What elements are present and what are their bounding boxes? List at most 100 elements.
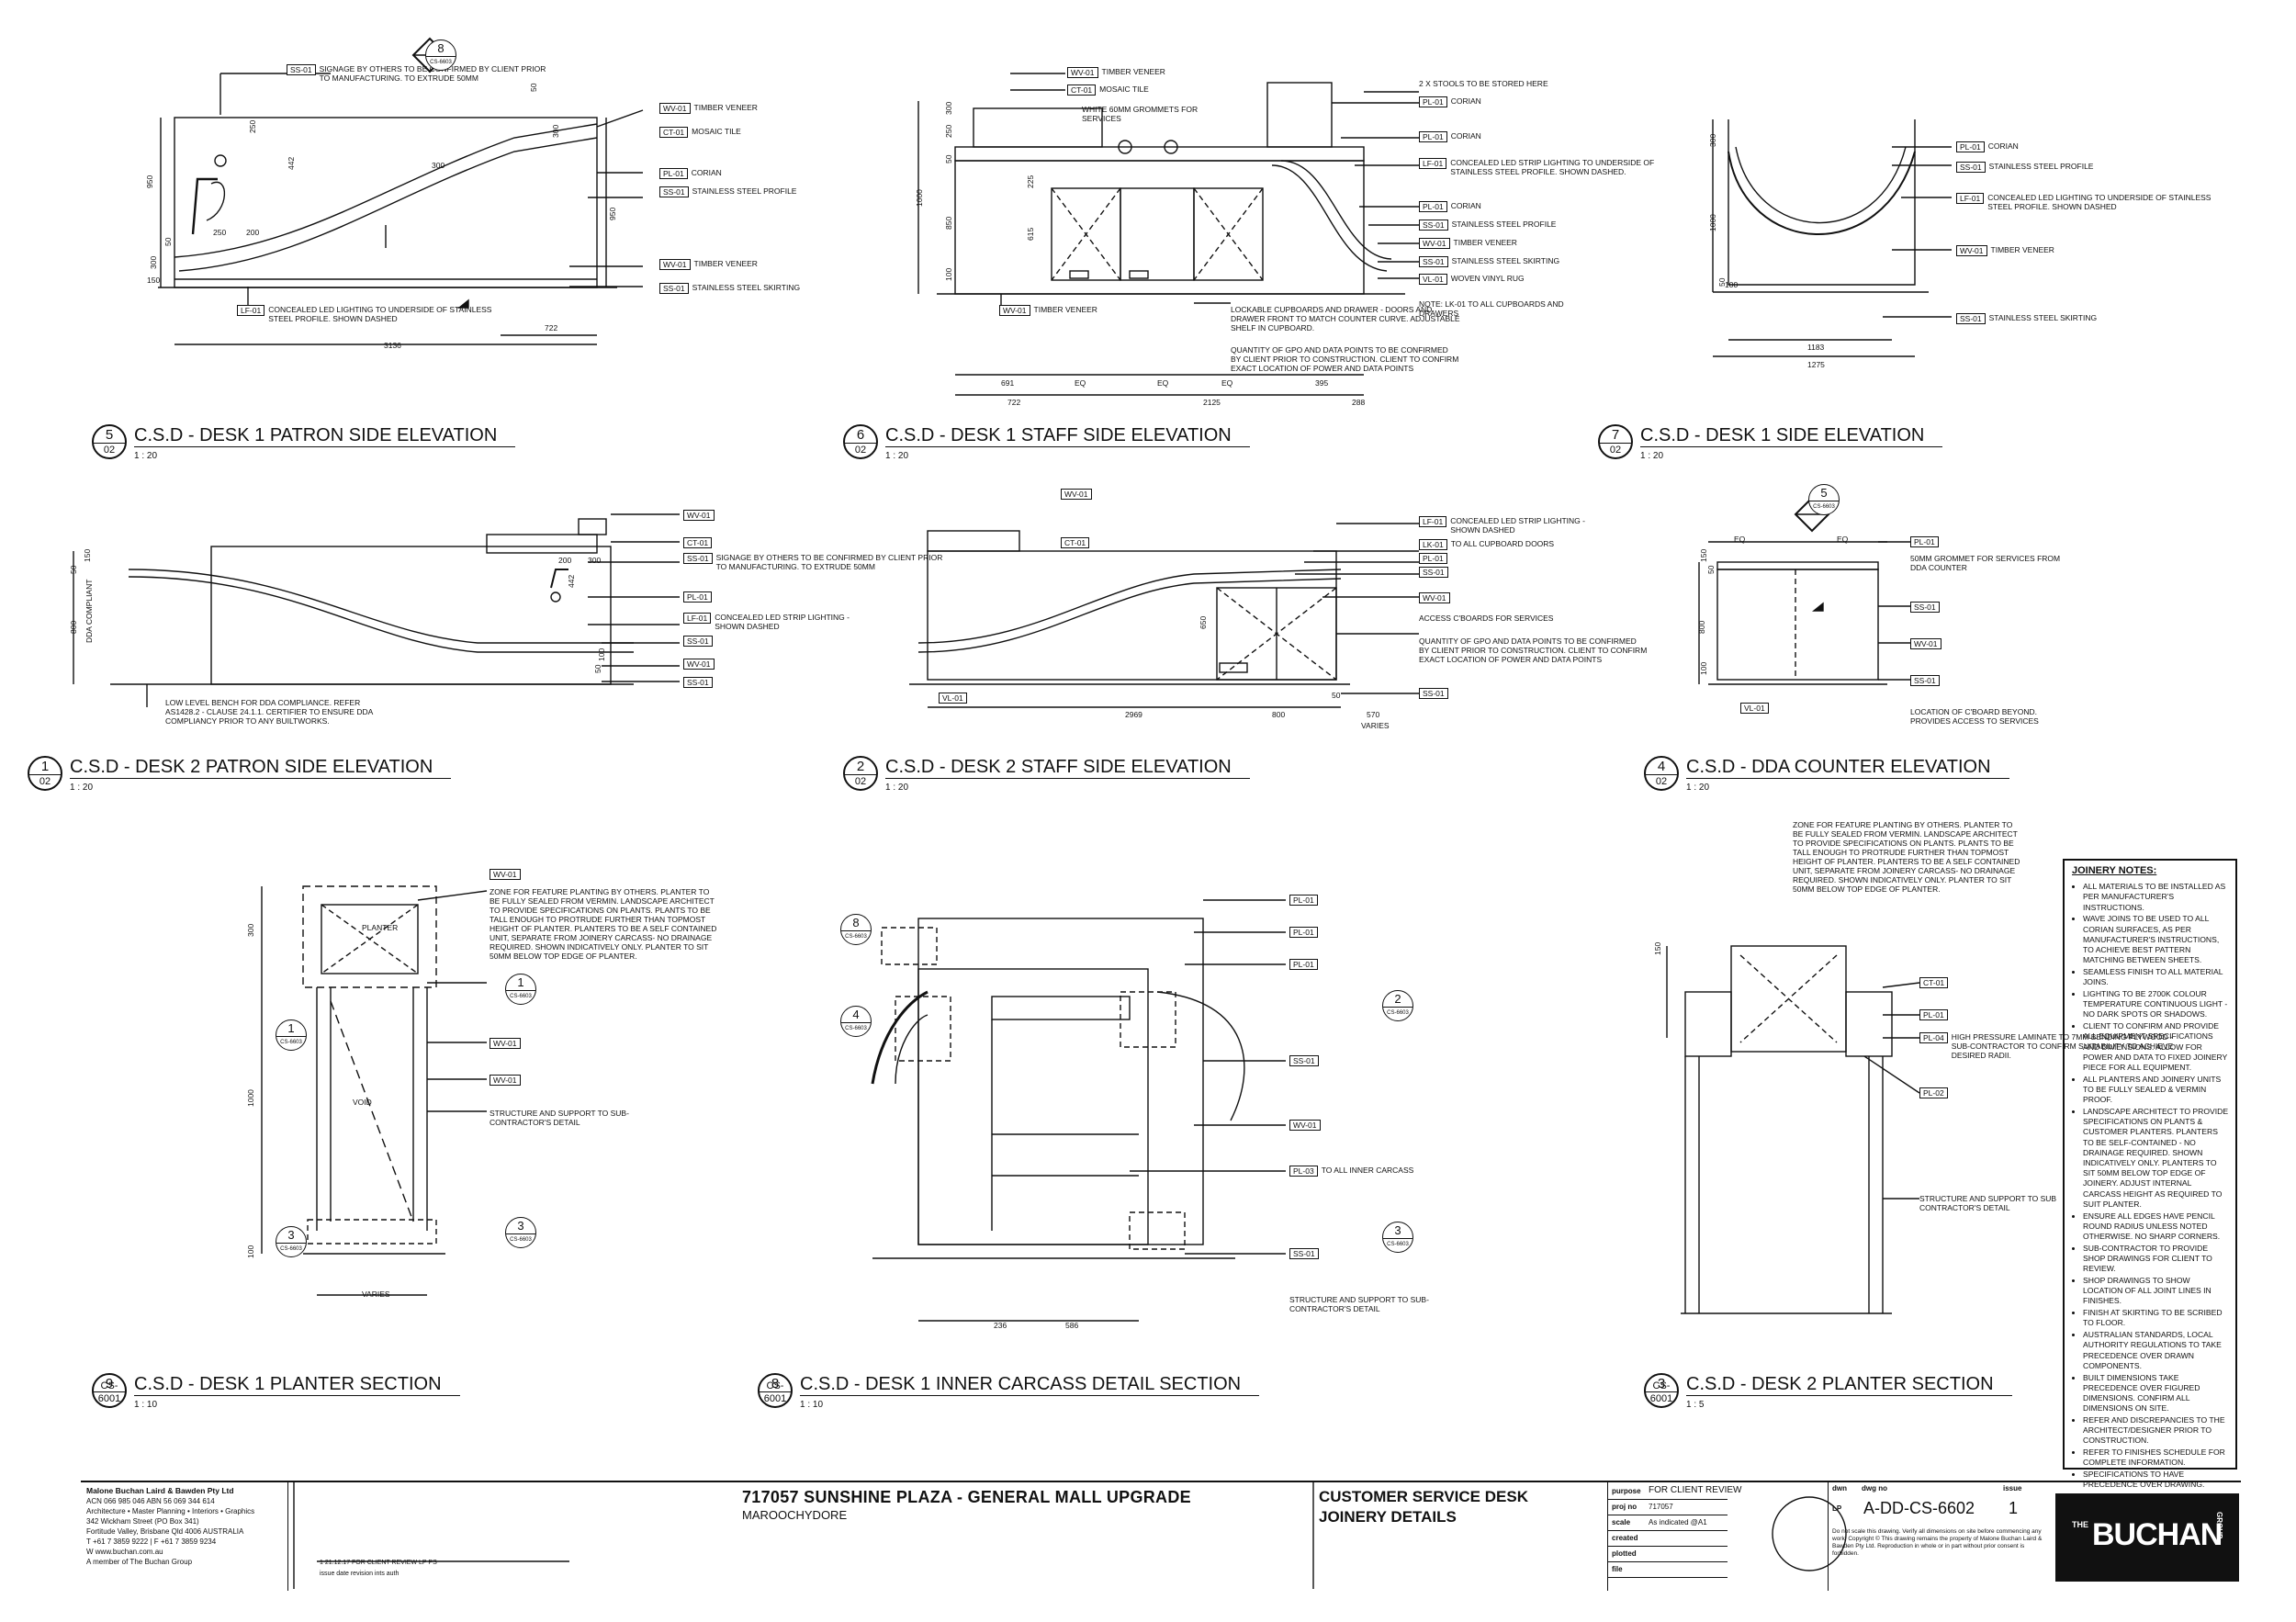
material-code: VL-01	[1740, 703, 1769, 714]
dimension-label: 150	[147, 276, 161, 285]
material-tag: CT-01	[1061, 537, 1093, 548]
dimension-label: 800	[1272, 710, 1286, 719]
material-note: STRUCTURE AND SUPPORT TO SUB-CONTRACTOR'…	[1289, 1295, 1429, 1313]
material-note: ZONE FOR FEATURE PLANTING BY OTHERS. PLA…	[1793, 820, 2020, 894]
dimension-label: 50	[593, 664, 602, 673]
material-note: TIMBER VENEER	[1990, 245, 2054, 254]
joinery-note-item: BUILT DIMENSIONS TAKE PRECEDENCE OVER FI…	[2083, 1373, 2230, 1414]
callout-reference: CS-6603	[430, 60, 452, 65]
material-code: SS-01	[1289, 1248, 1319, 1259]
material-note: LOCKABLE CUPBOARDS AND DRAWER - DOORS AN…	[1231, 305, 1460, 332]
material-tag: SS-01	[683, 677, 716, 688]
dimension-label: 442	[567, 574, 576, 588]
dimension-label: 2969	[1125, 710, 1142, 719]
callout-number: 3	[506, 1218, 535, 1234]
material-note: CORIAN	[1987, 141, 2019, 151]
drawing-title-1: CUSTOMER SERVICE DESK	[1319, 1488, 1528, 1505]
joinery-note-item: SPECIFICATIONS TO HAVE PRECEDENCE OVER D…	[2083, 1470, 2230, 1490]
material-tag: STRUCTURE AND SUPPORT TO SUB-CONTRACTOR'…	[490, 1109, 646, 1127]
material-tag: SS-01	[1289, 1055, 1322, 1066]
firm-address-1: 342 Wickham Street (PO Box 341)	[86, 1517, 199, 1526]
view-name: C.S.D - DESK 2 STAFF SIDE ELEVATION	[885, 756, 1250, 779]
joinery-note-item: ENSURE ALL EDGES HAVE PENCIL ROUND RADIU…	[2083, 1211, 2230, 1243]
material-code: LF-01	[1956, 193, 1985, 204]
material-code: PL-01	[1289, 895, 1318, 906]
material-note: CONCEALED LED STRIP LIGHTING - SHOWN DAS…	[1450, 516, 1585, 535]
material-tag: QUANTITY OF GPO AND DATA POINTS TO BE CO…	[1419, 636, 1649, 664]
view-4-elevation	[1698, 496, 1910, 685]
firm-acn: ACN 066 985 046 ABN 56 069 344 614	[86, 1497, 215, 1505]
material-note: 50MM GROMMET FOR SERVICES FROM DDA COUNT…	[1910, 554, 2061, 572]
view-name: C.S.D - DESK 1 PATRON SIDE ELEVATION	[134, 424, 516, 447]
material-code: VL-01	[939, 693, 967, 704]
material-note: TIMBER VENEER	[693, 103, 758, 112]
callout-reference: CS-6603	[845, 934, 867, 940]
material-tag: PL-01	[1910, 536, 1942, 547]
material-code: WV-01	[1956, 245, 1987, 256]
dimension-label: 586	[1065, 1321, 1079, 1330]
material-code: CT-01	[1919, 977, 1949, 988]
material-code: LF-01	[683, 613, 712, 624]
material-tag: STRUCTURE AND SUPPORT TO SUB-CONTRACTOR'…	[1289, 1295, 1446, 1313]
firm-web[interactable]: W www.buchan.com.au	[86, 1548, 163, 1556]
dimension-label: VOID	[353, 1098, 372, 1107]
dimension-label: 300	[944, 101, 953, 115]
joinery-note-item: FINISH AT SKIRTING TO BE SCRIBED TO FLOO…	[2083, 1308, 2230, 1328]
dimension-label: DDA COMPLIANT	[84, 579, 94, 643]
view-3-section	[1666, 945, 1920, 1314]
dimension-label: 800	[1697, 620, 1706, 634]
callout-number: 1	[506, 974, 535, 991]
callout-reference: CS-6603	[510, 1237, 532, 1243]
dimension-label: 100	[1725, 280, 1739, 289]
material-code: WV-01	[490, 1075, 521, 1086]
material-note: CORIAN	[1450, 201, 1481, 210]
joinery-note-item: SUB-CONTRACTOR TO PROVIDE SHOP DRAWINGS …	[2083, 1244, 2230, 1275]
material-code: WV-01	[1061, 489, 1092, 500]
dimension-label: EQ	[1157, 378, 1169, 388]
material-note: CONCEALED LED LIGHTING TO UNDERSIDE OF S…	[268, 305, 492, 323]
dimension-label: 100	[944, 267, 953, 281]
firm-disciplines: Architecture • Master Planning • Interio…	[86, 1507, 255, 1515]
material-note: STAINLESS STEEL SKIRTING	[1451, 256, 1560, 265]
material-tag: SS-01	[1289, 1248, 1322, 1259]
joinery-note-item: CLIENT TO CONFIRM AND PROVIDE ALL EQUIPM…	[2083, 1021, 2230, 1073]
material-code: LF-01	[237, 305, 265, 316]
title-block: Malone Buchan Laird & Bawden Pty Ltd ACN…	[81, 1481, 2241, 1591]
view-7-elevation	[1712, 119, 1952, 357]
dimension-label: 395	[1315, 378, 1329, 388]
callout-number: 3	[1383, 1222, 1412, 1239]
material-note: TIMBER VENEER	[693, 259, 758, 268]
dimension-label: 50	[69, 565, 78, 574]
material-note: SIGNAGE BY OTHERS TO BE CONFIRMED BY CLI…	[319, 64, 546, 83]
material-tag: SS-01	[1419, 688, 1452, 699]
material-code: WV-01	[490, 1038, 521, 1049]
view-5-elevation	[158, 37, 644, 345]
material-tag: WV-01	[1061, 489, 1096, 500]
material-code: SS-01	[1289, 1055, 1319, 1066]
material-tag: WV-01	[1419, 592, 1454, 603]
material-code: PL-01	[1910, 536, 1939, 547]
material-note: TO ALL INNER CARCASS	[1321, 1166, 1414, 1175]
view-name: C.S.D - DESK 2 PATRON SIDE ELEVATION	[70, 756, 452, 779]
dimension-label: 288	[1352, 398, 1366, 407]
